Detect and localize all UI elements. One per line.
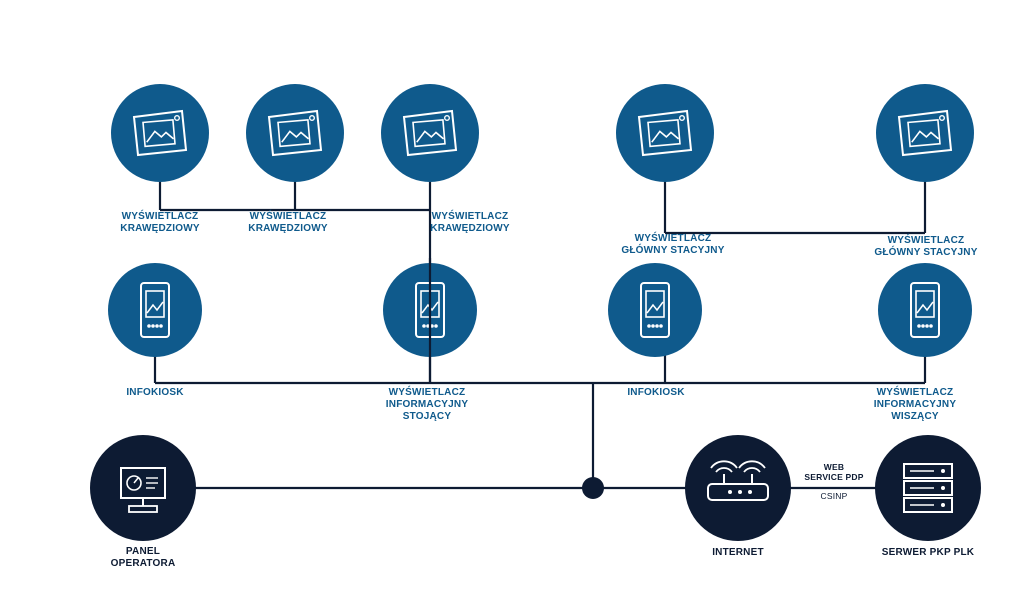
main-station-display-1-label: WYŚWIETLACZ GŁÓWNY STACYJNY	[621, 233, 725, 256]
hanging-info-display-label: WYŚWIETLACZ INFORMACYJNY WISZĄCY	[873, 387, 957, 422]
edge-display-1	[111, 84, 209, 182]
infokiosk-2-label: INFOKIOSK	[627, 387, 685, 398]
edge-display-2	[246, 84, 344, 182]
main-station-display-2	[876, 84, 974, 182]
edge-display-3	[381, 84, 479, 182]
server-rack-icon	[903, 463, 953, 513]
connection-lines	[153, 180, 927, 490]
operator-panel	[90, 435, 196, 541]
internet-node	[685, 435, 791, 541]
edge-display-2-label: WYŚWIETLACZ KRAWĘDZIOWY	[248, 211, 328, 234]
csinp-link-label: CSINP	[820, 491, 848, 501]
edge-display-1-label: WYŚWIETLACZ KRAWĘDZIOWY	[120, 211, 200, 234]
server-label: SERWER PKP PLK	[881, 547, 975, 558]
junction-node	[582, 477, 604, 499]
operator-panel-label: PANEL OPERATORA	[110, 546, 176, 569]
web-service-link-label: WEB SERVICE PDP	[804, 462, 864, 482]
infokiosk-1-label: INFOKIOSK	[126, 387, 184, 398]
infokiosk-1	[108, 263, 202, 357]
infokiosk-2	[608, 263, 702, 357]
standing-info-display-label: WYŚWIETLACZ INFORMACYJNY STOJĄCY	[385, 387, 469, 422]
edge-display-3-label: WYŚWIETLACZ KRAWĘDZIOWY	[430, 211, 510, 234]
hanging-info-display	[878, 263, 972, 357]
server-node	[875, 435, 981, 541]
main-station-display-1	[616, 84, 714, 182]
main-station-display-2-label: WYŚWIETLACZ GŁÓWNY STACYJNY	[874, 235, 978, 258]
internet-label: INTERNET	[712, 547, 764, 558]
